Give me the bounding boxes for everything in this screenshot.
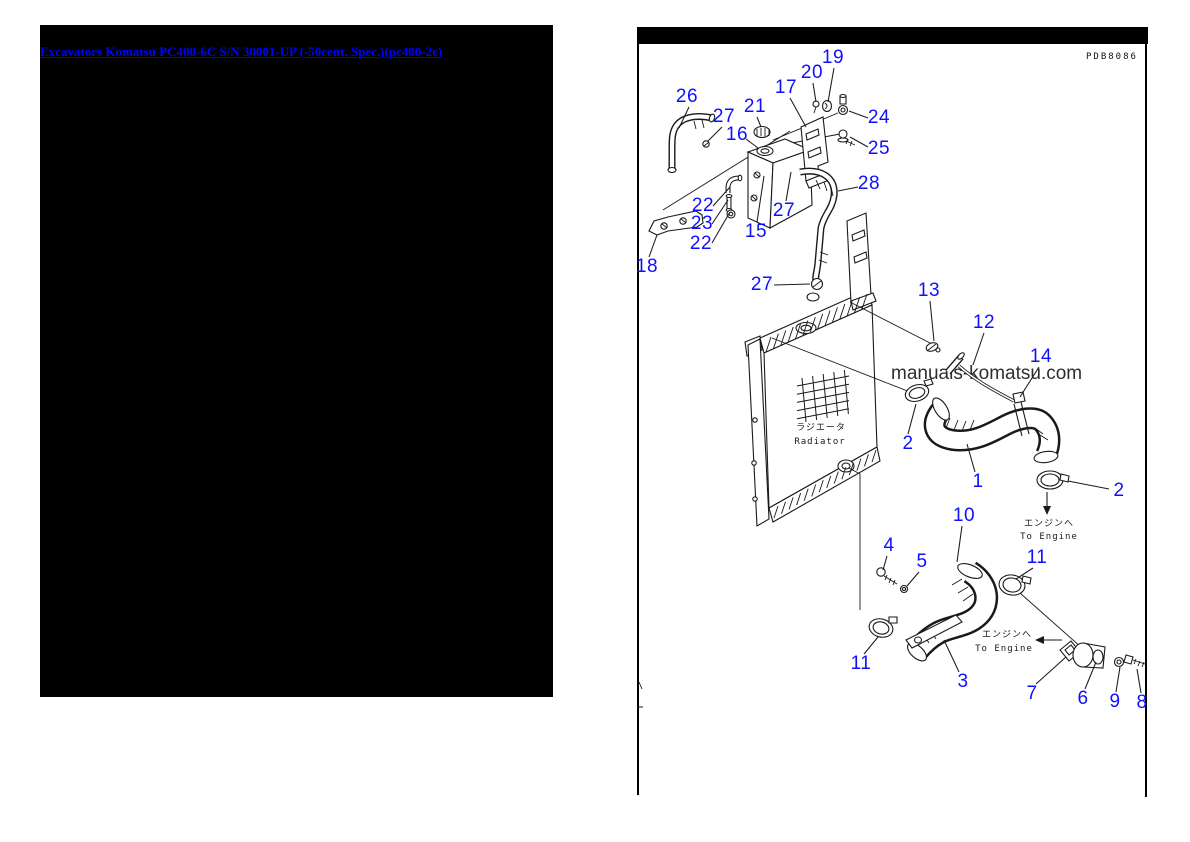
to-engine-2-en: To Engine xyxy=(975,644,1033,654)
bracket-18 xyxy=(648,210,704,236)
hatch-lines xyxy=(765,293,877,519)
tube-23 xyxy=(725,193,733,213)
to-engine-2-jp: エンジンへ xyxy=(982,630,1032,640)
washer-9 xyxy=(1113,656,1125,668)
bolt-20 xyxy=(812,100,820,114)
core-grid-symbol xyxy=(796,369,850,423)
clip-27-bottom xyxy=(810,277,824,291)
radiator xyxy=(744,212,933,610)
to-engine-arrow-down xyxy=(1043,492,1051,515)
overflow-tube-26 xyxy=(667,112,716,174)
radiator-label-jp: ラジエータ xyxy=(796,422,846,433)
clip-27-top xyxy=(702,140,710,148)
fitting-22-upper xyxy=(725,174,743,193)
catalog-model-link[interactable]: Excavators Komatsu PC400-6C S/N 30001-UP… xyxy=(40,44,443,59)
plate-code: PDB8086 xyxy=(1086,52,1138,62)
bracket-3 xyxy=(905,614,963,649)
stray-marks xyxy=(638,681,643,708)
tank-cap-21 xyxy=(753,125,771,139)
radiator-label-en: Radiator xyxy=(794,437,845,447)
to-engine-arrow-left xyxy=(1035,636,1062,644)
clip-13 xyxy=(925,342,941,353)
diagram-top-bar xyxy=(637,27,1148,44)
bolt-25 xyxy=(837,129,856,147)
nut-24 xyxy=(837,93,849,116)
hose-10 xyxy=(907,561,999,662)
to-engine-1-jp: エンジンへ xyxy=(1024,519,1074,529)
diagram-left-border xyxy=(637,44,639,795)
clamp-11-left xyxy=(868,616,898,638)
left-black-panel xyxy=(40,25,553,697)
clamp-2-right xyxy=(1036,470,1070,490)
hose-12 xyxy=(945,352,1015,403)
clip-19 xyxy=(821,99,833,113)
bolt-8 xyxy=(1123,654,1146,668)
elbow-6 xyxy=(1072,642,1106,669)
watermark-text: manuals-komatsu.com xyxy=(891,363,1083,384)
hose-1 xyxy=(923,397,1061,464)
to-engine-1-en: To Engine xyxy=(1020,532,1078,542)
bolt-4 xyxy=(876,567,898,586)
callout-leader-lines xyxy=(648,67,1142,694)
nut-22-lower xyxy=(726,209,736,219)
clamp-11-right xyxy=(998,574,1083,649)
washer-5 xyxy=(899,584,909,594)
clamp-2-left xyxy=(904,378,934,403)
diagram-right-border xyxy=(1145,44,1147,797)
